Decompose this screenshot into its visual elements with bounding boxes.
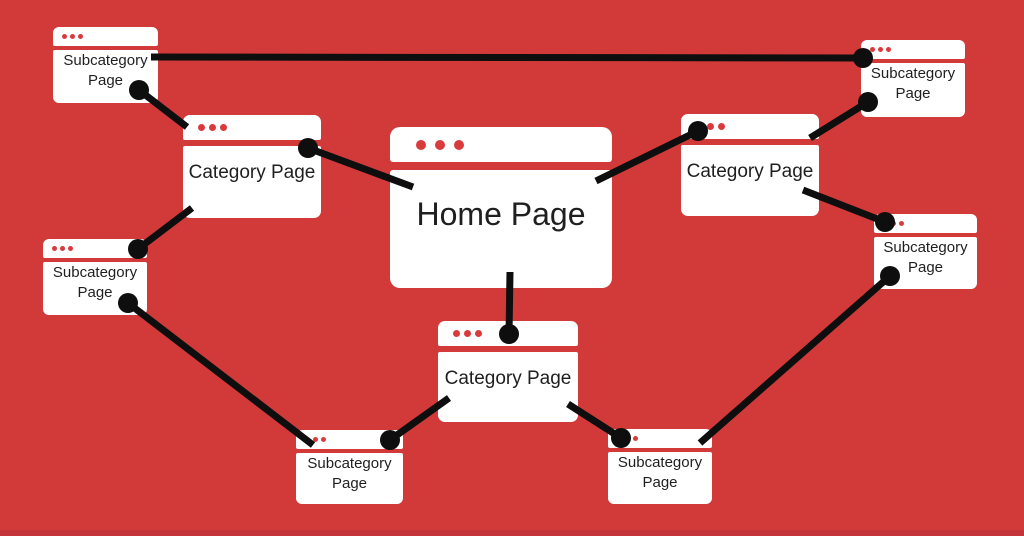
window-titlebar [861, 40, 965, 59]
page-node-label: Category Page [444, 368, 572, 389]
window-control-dot [886, 47, 891, 52]
bottom-edge-strip [0, 530, 1024, 536]
window-control-dot [454, 139, 464, 150]
page-node-subcategory-top-left: Subcategory Page [53, 27, 158, 103]
page-node-category-bottom: Category Page [438, 321, 578, 422]
page-node-home: Home Page [390, 127, 612, 288]
window-body: Subcategory Page [53, 50, 158, 103]
window-titlebar [438, 321, 578, 346]
page-node-label: Category Page [188, 162, 316, 183]
window-control-dot [707, 123, 714, 130]
window-body: Category Page [438, 352, 578, 422]
window-control-dot [696, 123, 703, 130]
window-titlebar [681, 114, 819, 139]
window-control-dot [52, 246, 57, 251]
window-control-dot [453, 330, 460, 337]
window-titlebar [390, 127, 612, 162]
window-control-dot [416, 139, 426, 150]
window-control-dot [625, 436, 630, 441]
window-control-dot [321, 437, 326, 442]
window-body: Category Page [183, 146, 321, 218]
window-control-dot [313, 437, 318, 442]
window-control-dot [883, 221, 888, 226]
window-body: Category Page [681, 145, 819, 216]
window-titlebar [874, 214, 977, 233]
window-control-dot [617, 436, 622, 441]
window-control-dot [435, 139, 445, 150]
window-titlebar [183, 115, 321, 140]
window-control-dot [899, 221, 904, 226]
window-control-dot [464, 330, 471, 337]
page-node-subcategory-bottom-left: Subcategory Page [296, 430, 403, 504]
page-node-label: Subcategory Page [63, 52, 148, 89]
page-node-label: Subcategory Page [870, 65, 956, 102]
page-node-subcategory-bottom-right: Subcategory Page [608, 429, 712, 504]
window-body: Home Page [390, 170, 612, 288]
window-control-dot [209, 124, 216, 131]
page-node-subcategory-mid-right: Subcategory Page [874, 214, 977, 289]
window-control-dot [475, 330, 482, 337]
window-titlebar [53, 27, 158, 46]
window-control-dot [70, 34, 75, 39]
window-body: Subcategory Page [861, 63, 965, 117]
page-node-subcategory-top-right: Subcategory Page [861, 40, 965, 117]
page-node-label: Home Page [416, 196, 586, 232]
window-control-dot [198, 124, 205, 131]
window-control-dot [62, 34, 67, 39]
window-control-dot [60, 246, 65, 251]
window-control-dot [870, 47, 875, 52]
window-control-dot [220, 124, 227, 131]
window-body: Subcategory Page [43, 262, 147, 315]
page-node-label: Subcategory Page [52, 264, 138, 301]
page-node-label: Category Page [686, 161, 814, 182]
page-node-label: Subcategory Page [883, 239, 968, 276]
window-control-dot [891, 221, 896, 226]
window-titlebar [608, 429, 712, 448]
window-body: Subcategory Page [608, 452, 712, 504]
window-titlebar [43, 239, 147, 258]
window-body: Subcategory Page [296, 453, 403, 504]
window-control-dot [305, 437, 310, 442]
page-node-subcategory-mid-left: Subcategory Page [43, 239, 147, 315]
window-body: Subcategory Page [874, 237, 977, 289]
window-control-dot [878, 47, 883, 52]
window-control-dot [68, 246, 73, 251]
window-titlebar [296, 430, 403, 449]
page-node-category-left: Category Page [183, 115, 321, 218]
page-node-category-right: Category Page [681, 114, 819, 216]
window-control-dot [78, 34, 83, 39]
page-node-label: Subcategory Page [307, 455, 392, 492]
window-control-dot [718, 123, 725, 130]
page-node-label: Subcategory Page [617, 454, 703, 491]
window-control-dot [633, 436, 638, 441]
